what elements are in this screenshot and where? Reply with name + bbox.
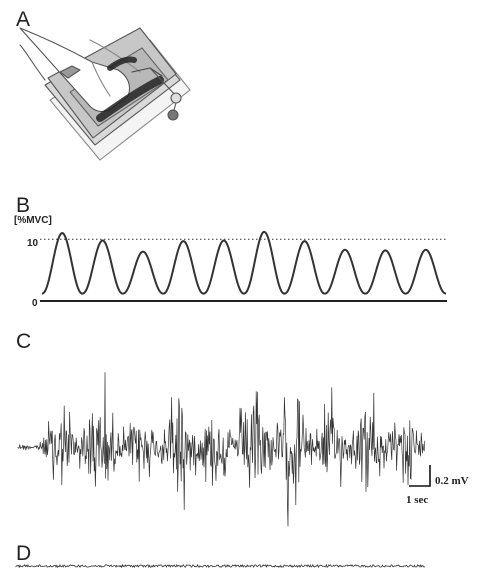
panel-label-c: C <box>16 330 31 353</box>
scale-bar-lines <box>409 465 431 487</box>
force-peaks <box>62 232 426 252</box>
emg-trace-d <box>15 563 426 569</box>
panel-label-d: D <box>16 542 31 565</box>
scale-voltage-label: 0.2 mV <box>435 475 469 487</box>
scale-time-label: 1 sec <box>406 494 428 506</box>
emg-trace-c <box>17 372 426 527</box>
panel-label-b: B <box>16 194 30 217</box>
panel-label-a: A <box>16 8 30 31</box>
force-ylabel: [%MVC] <box>14 215 52 226</box>
force-trace <box>41 230 447 295</box>
hand-device-illustration <box>19 27 191 161</box>
ytick-10: 10 <box>27 238 39 249</box>
ytick-0: 0 <box>32 298 38 309</box>
scale-bar: 0.2 mV 1 sec <box>406 465 469 506</box>
